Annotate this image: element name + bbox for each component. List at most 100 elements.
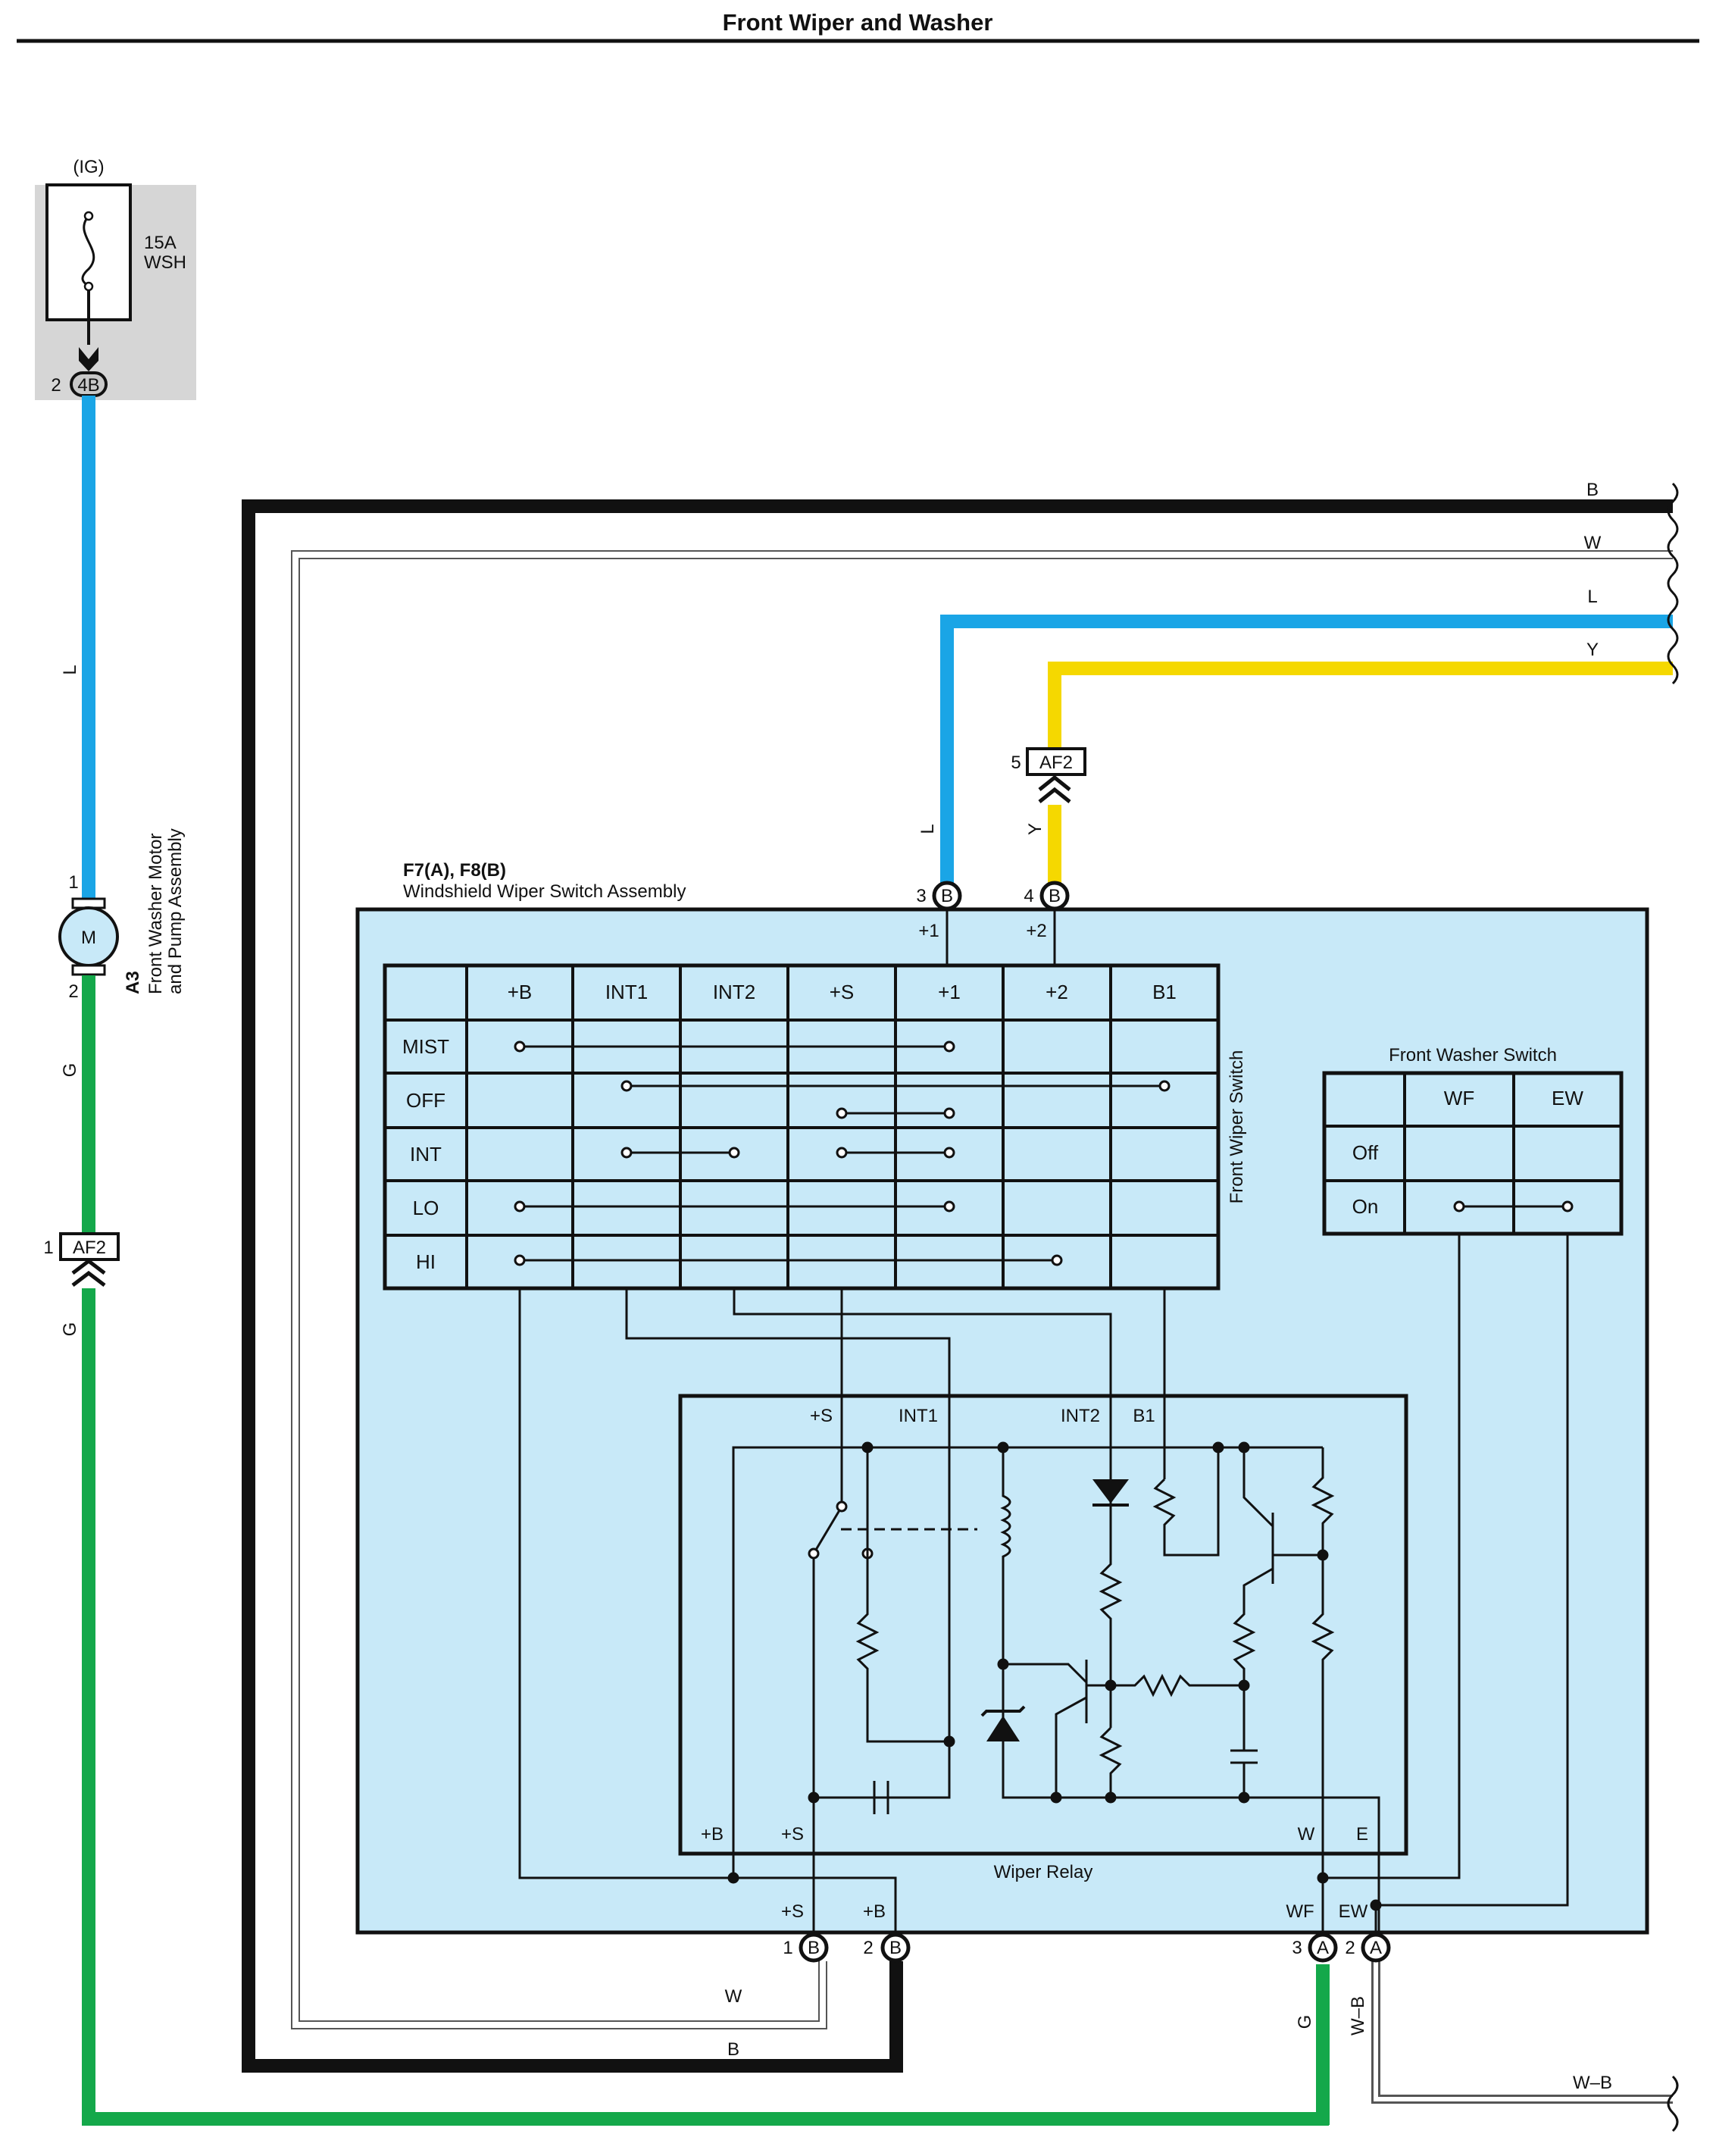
out-term-b: +B (863, 1901, 886, 1922)
wire-b-loop (242, 499, 1673, 2073)
fuse-terminal-top (83, 211, 94, 221)
out-term-s: +S (781, 1901, 804, 1922)
washer-continuity-on (1453, 1200, 1574, 1213)
wire-b-top-label: B (1586, 480, 1599, 500)
fuse-source-label: (IG) (73, 157, 104, 177)
svg-text:2: 2 (863, 1938, 873, 1958)
svg-text:B: B (889, 1938, 902, 1958)
wire-b-bottom-label: B (727, 2039, 739, 2060)
washer-col-wf: WF (1444, 1087, 1474, 1109)
relay-term-b-bottom: +B (701, 1824, 724, 1845)
connector-ew-out: A 2 (1345, 1932, 1391, 1963)
motor-ref: A3 (123, 971, 143, 994)
washer-switch-table (1322, 1071, 1624, 1236)
out-term-wf: WF (1286, 1901, 1314, 1922)
assembly-ref: F7(A), F8(B) (403, 860, 506, 881)
washer-switch-title: Front Washer Switch (1389, 1045, 1557, 1065)
relay-term-s-top: +S (810, 1406, 833, 1426)
wiper-switch-label: Front Wiper Switch (1227, 1050, 1247, 1204)
svg-text:+2: +2 (1026, 921, 1046, 941)
wire-wb-out (1371, 1961, 1673, 2104)
out-term-ew: EW (1339, 1901, 1368, 1922)
wire-w-bottom-label: W (725, 1986, 742, 2007)
wire-l-top (940, 615, 1673, 885)
af2-top-connector (1026, 747, 1086, 776)
motor-pin-2: 2 (68, 981, 78, 1002)
connector-b-out: B 2 (863, 1932, 911, 1963)
zener-icon (986, 1716, 1020, 1741)
wire-wb-break-icon (1667, 2075, 1679, 2133)
diode-icon (1092, 1479, 1129, 1504)
fuse-rating: 15A (144, 233, 177, 253)
washer-row-off: Off (1352, 1141, 1379, 1164)
fuse-connector-arrow-icon (79, 347, 98, 371)
wiper-row-int: INT (410, 1143, 442, 1166)
wire-l-top-label: L (1587, 587, 1597, 607)
svg-text:B: B (941, 886, 953, 906)
af2-left-id: AF2 (73, 1238, 106, 1258)
wire-l-left-label: L (60, 665, 80, 674)
wiper-col-plus1: +1 (938, 981, 961, 1003)
svg-text:A: A (1317, 1938, 1329, 1958)
wire-l-vertical-label: L (917, 824, 938, 834)
af2-top-pin: 5 (1011, 753, 1021, 773)
af2-left-connector (59, 1232, 120, 1261)
wiper-col-int2: INT2 (713, 981, 755, 1003)
wiper-col-b: +B (508, 981, 533, 1003)
relay-term-w: W (1298, 1824, 1315, 1845)
wiper-relay-box (678, 1394, 1408, 1856)
wire-w-top-label: W (1584, 533, 1602, 553)
washer-col-ew: EW (1552, 1087, 1583, 1109)
wiper-continuity-lo (514, 1200, 955, 1213)
fuse-icon (81, 215, 95, 288)
wiper-row-hi: HI (416, 1250, 436, 1273)
motor-name-line2: and Pump Assembly (165, 828, 186, 994)
motor-symbol: M (81, 928, 96, 948)
af2-top-chevron-icon (1038, 774, 1071, 803)
relay-term-b1: B1 (1133, 1406, 1155, 1426)
wire-y-vertical-label: Y (1025, 823, 1046, 835)
connector-y-in: B 4 +2 (1024, 881, 1070, 941)
svg-text:3: 3 (1292, 1938, 1302, 1958)
wiper-col-s: +S (830, 981, 855, 1003)
page-title: Front Wiper and Washer (723, 9, 993, 36)
wiper-continuity-mist (514, 1040, 955, 1053)
wiper-continuity-hi (514, 1254, 1063, 1266)
svg-text:2: 2 (1345, 1938, 1355, 1958)
wiper-row-lo: LO (413, 1197, 439, 1219)
relay-circuit (727, 1441, 1382, 1948)
svg-text:B: B (808, 1938, 820, 1958)
wire-g-right-label: G (1295, 2015, 1315, 2029)
wiper-col-b1: B1 (1152, 981, 1177, 1003)
af2-left-chevron-icon (71, 1258, 106, 1287)
relay-term-s-bottom: +S (781, 1824, 804, 1845)
wire-y-top (1048, 662, 1673, 747)
wiper-col-plus2: +2 (1046, 981, 1068, 1003)
wiper-col-int1: INT1 (605, 981, 648, 1003)
af2-left-pin: 1 (43, 1238, 53, 1258)
svg-text:1: 1 (783, 1938, 792, 1958)
motor-name-line1: Front Washer Motor (145, 833, 166, 994)
washer-row-on: On (1352, 1195, 1379, 1218)
relay-term-e: E (1356, 1824, 1368, 1845)
wire-g-left-label-1: G (60, 1063, 80, 1078)
svg-text:+1: +1 (918, 921, 939, 941)
fuse-name: WSH (144, 252, 186, 273)
motor-cap-bottom (71, 964, 106, 976)
fuse-terminal-bottom (83, 281, 94, 292)
af2-top-id: AF2 (1039, 753, 1073, 773)
wire-w-loop-inner (292, 552, 1673, 2028)
wire-g-left-label-2: G (60, 1322, 80, 1337)
wire-y-top-label: Y (1586, 640, 1599, 660)
wiper-continuity-int (620, 1147, 955, 1159)
relay-term-int2: INT2 (1061, 1406, 1100, 1426)
connector-s-out: B 1 (783, 1932, 829, 1963)
svg-text:B: B (1049, 886, 1061, 906)
relay-term-int1: INT1 (899, 1406, 938, 1426)
wiper-continuity-off (620, 1080, 1171, 1119)
fuse-connector-pin: 2 (51, 375, 61, 396)
wiper-row-off: OFF (406, 1089, 445, 1112)
zener-bar (980, 1705, 1026, 1717)
assembly-name: Windshield Wiper Switch Assembly (403, 881, 686, 902)
